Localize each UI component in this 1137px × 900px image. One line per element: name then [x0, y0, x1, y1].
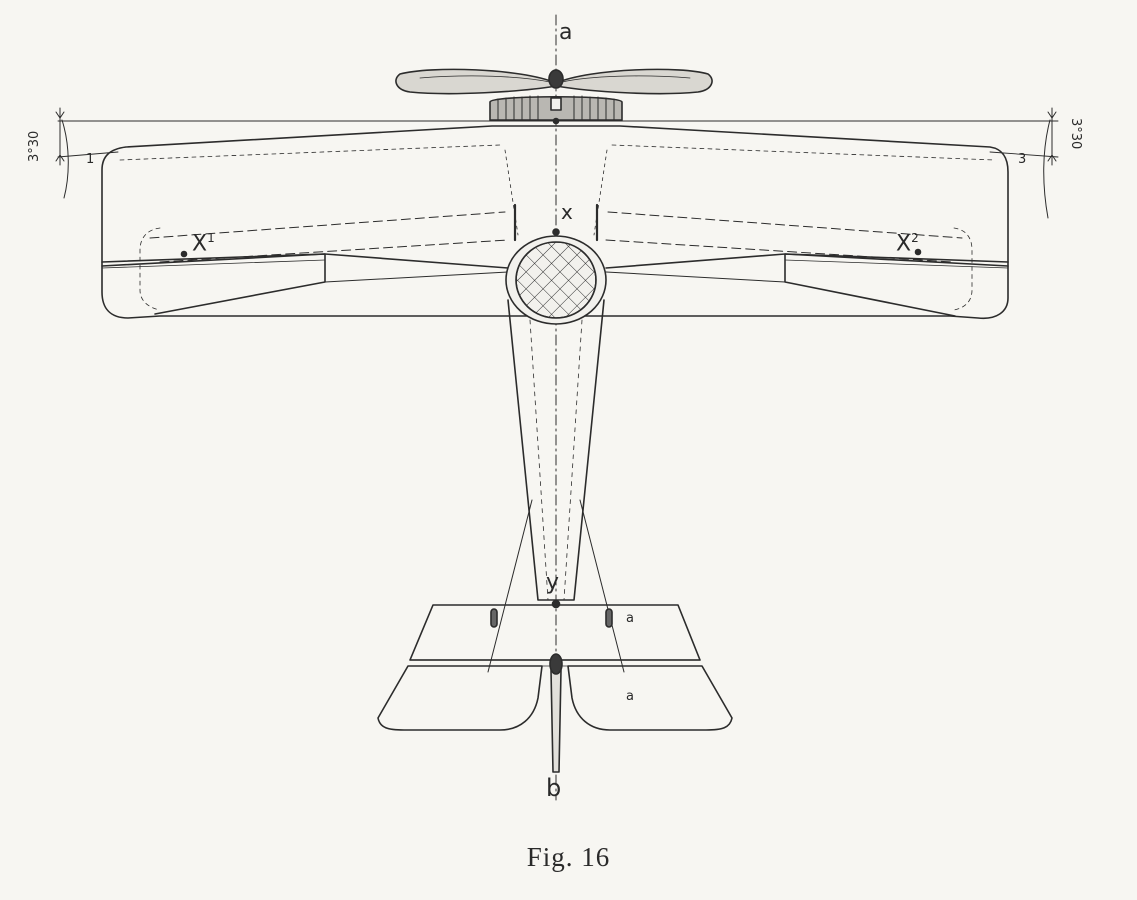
- left-dimension-marker: [55, 107, 69, 199]
- propeller: [395, 68, 713, 95]
- rudder: [550, 669, 562, 773]
- tail-stabilizer: [409, 604, 701, 661]
- label-x: x: [561, 200, 573, 224]
- left-aileron: [101, 253, 326, 315]
- figure-caption: Fig. 16: [526, 842, 611, 872]
- label-x1: X1: [192, 232, 215, 255]
- label-x2-sup: 2: [911, 231, 919, 245]
- label-right-mark: 3: [1018, 152, 1027, 167]
- elevator-mark-upper: a: [626, 611, 634, 626]
- axis-label-bottom: b: [546, 774, 562, 802]
- right-dimension-marker: [1043, 107, 1057, 219]
- engine-cowling: [489, 95, 623, 121]
- label-x2: X2: [896, 232, 919, 255]
- right-elevator: [567, 665, 733, 731]
- left-elevator: [377, 665, 543, 731]
- label-left-mark: 1: [86, 152, 95, 167]
- label-y: y: [546, 570, 560, 595]
- tail-bracing: [487, 499, 625, 673]
- label-x1-sup: 1: [207, 231, 215, 245]
- right-aileron: [784, 253, 1009, 317]
- label-x2-base: X: [896, 231, 912, 257]
- axis-label-top: a: [559, 20, 573, 45]
- elevator-mark-lower: a: [626, 689, 634, 704]
- upper-wing-outline: [101, 125, 1009, 320]
- label-right-angle: 3°30: [1068, 118, 1083, 150]
- label-x1-base: X: [192, 231, 208, 257]
- label-left-angle: 3°30: [27, 130, 42, 162]
